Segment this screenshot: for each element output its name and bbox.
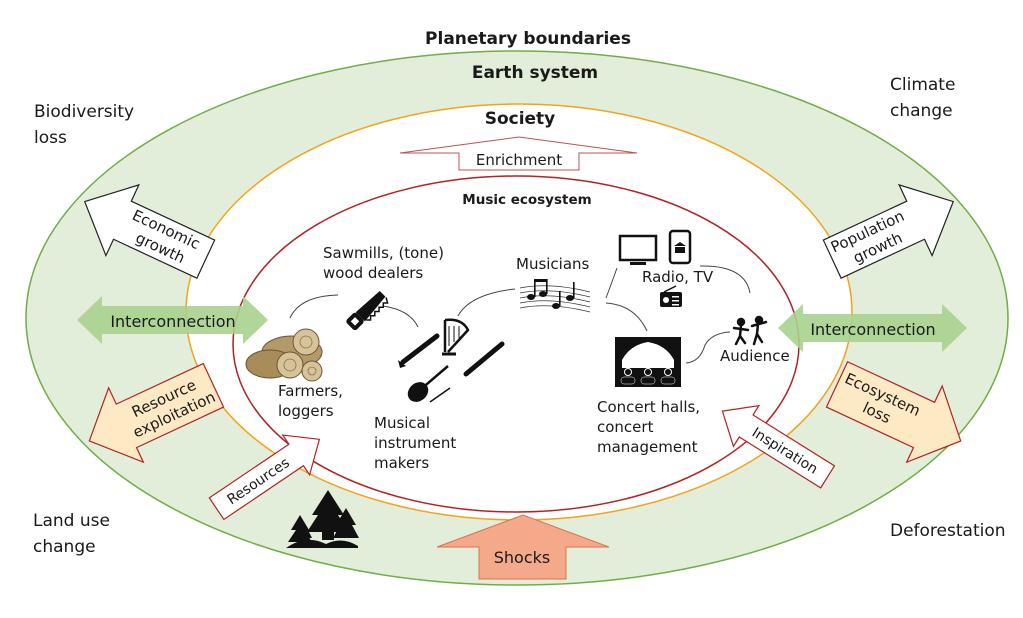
forest-icon [286, 490, 359, 548]
music-ecosystem-label: Music ecosystem [462, 192, 591, 208]
music-notes-icon [519, 279, 591, 313]
smartphone-icon [668, 229, 692, 265]
concert-hall-icon [615, 337, 681, 387]
biodiversity-loss-label: Biodiversity loss [34, 102, 140, 148]
dancers-icon [732, 315, 768, 346]
radio-icon [660, 285, 682, 307]
concert-halls-label: Concert halls, concert management [597, 398, 705, 456]
radio-tv-label: Radio, TV [642, 268, 714, 286]
tv-icon [618, 234, 658, 265]
violin-icon [407, 365, 451, 403]
farmers-label: Farmers, loggers [278, 382, 348, 420]
musicians-label: Musicians [516, 255, 590, 273]
society-label: Society [485, 109, 556, 129]
enrichment-arrow: Enrichment [399, 136, 638, 171]
audience-label: Audience [720, 347, 790, 365]
deforestation-label: Deforestation [890, 521, 1006, 541]
climate-change-label: Climate change [890, 75, 961, 121]
logs-icon [245, 328, 323, 382]
saw-icon [346, 291, 389, 331]
svg-text:Interconnection: Interconnection [810, 320, 935, 339]
resource-exploitation-arrow: Resource exploitation [88, 362, 225, 464]
recorder-icon [463, 341, 505, 377]
svg-text:Interconnection: Interconnection [110, 312, 235, 331]
svg-text:Enrichment: Enrichment [476, 151, 562, 169]
planetary-boundaries-title: Planetary boundaries [425, 29, 631, 49]
shocks-arrow: Shocks [436, 514, 610, 580]
harp-icon [442, 318, 470, 356]
land-use-change-label: Land use change [33, 511, 115, 557]
svg-text:Shocks: Shocks [494, 548, 550, 567]
sawmills-label: Sawmills, (tone) wood dealers [323, 244, 449, 282]
connection-lines [289, 265, 751, 364]
interconnection-arrow-left: Interconnection [77, 296, 268, 344]
clarinet-icon [398, 333, 440, 368]
earth-system-label: Earth system [472, 63, 598, 83]
interconnection-arrow-right: Interconnection [778, 304, 967, 352]
instrument-makers-label: Musical instrument makers [374, 414, 461, 472]
